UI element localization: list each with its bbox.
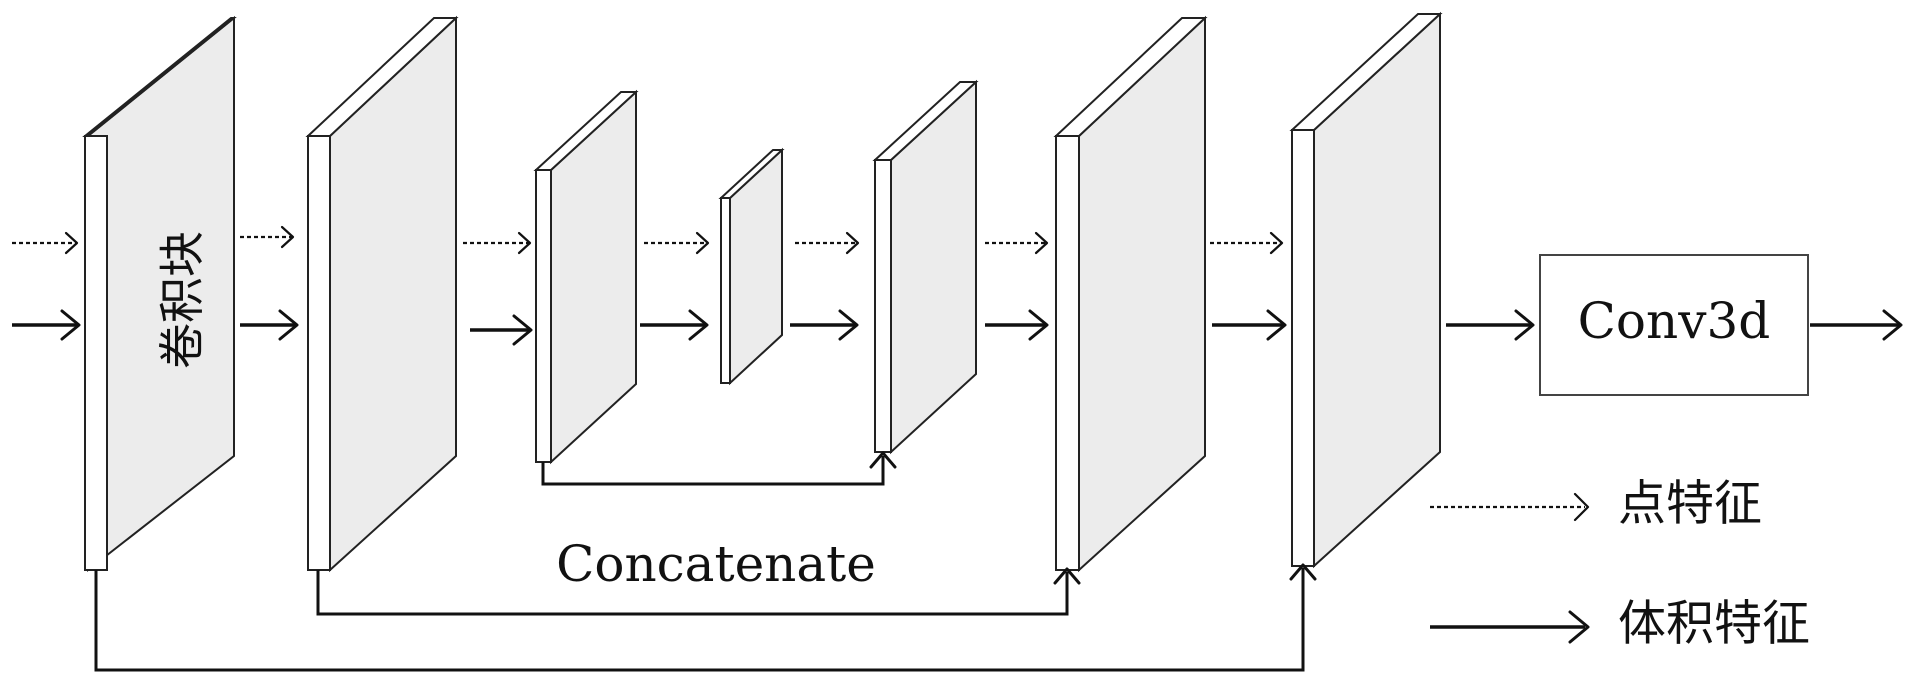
skip-connection-outer: [94, 563, 1317, 672]
skip-connection-middle: [316, 567, 1081, 616]
solid-arrow-3: [470, 314, 533, 346]
conv-block-4: [718, 147, 785, 386]
solid-arrow-4: [640, 309, 709, 341]
solid-arrow-8: [1446, 309, 1535, 341]
solid-arrow-7: [1212, 309, 1287, 341]
dashed-arrow-3: [463, 231, 532, 255]
solid-arrow-6: [985, 309, 1049, 341]
conv-block-3: [533, 89, 639, 465]
conv-block-2: [305, 15, 459, 573]
conv-block-1: 卷积块: [82, 15, 237, 573]
solid-arrow-5: [790, 309, 859, 341]
dashed-arrow-2: [240, 225, 295, 249]
dashed-arrow-5: [795, 231, 860, 255]
conv-block-6: [1053, 15, 1208, 573]
legend-point-feature-label: 点特征: [1618, 476, 1762, 532]
legend-volume-feature-label: 体积特征: [1618, 596, 1810, 652]
dashed-arrow-4: [644, 231, 710, 255]
solid-arrow-1: [12, 309, 81, 341]
skip-connections: [94, 451, 1317, 672]
solid-arrow-2: [240, 309, 299, 341]
dashed-arrow-7: [1210, 231, 1284, 255]
volume-feature-arrows: [12, 309, 1903, 346]
conv3d-box: Conv3d: [1539, 254, 1809, 396]
point-feature-arrows: [12, 225, 1284, 255]
conv3d-label: Conv3d: [1578, 292, 1771, 350]
conv-block-7: [1289, 11, 1443, 569]
legend-solid-item: 体积特征: [1430, 596, 1810, 652]
legend: 点特征 体积特征: [1430, 476, 1810, 652]
dashed-arrow-1: [12, 231, 79, 255]
dashed-arrow-6: [985, 231, 1049, 255]
conv-block-label: 卷积块: [155, 231, 209, 369]
legend-dashed-item: 点特征: [1430, 476, 1762, 532]
skip-connection-inner: [541, 451, 897, 486]
concatenate-label: Concatenate: [556, 535, 876, 593]
conv-block-5: [872, 79, 979, 455]
solid-arrow-out: [1810, 309, 1903, 341]
